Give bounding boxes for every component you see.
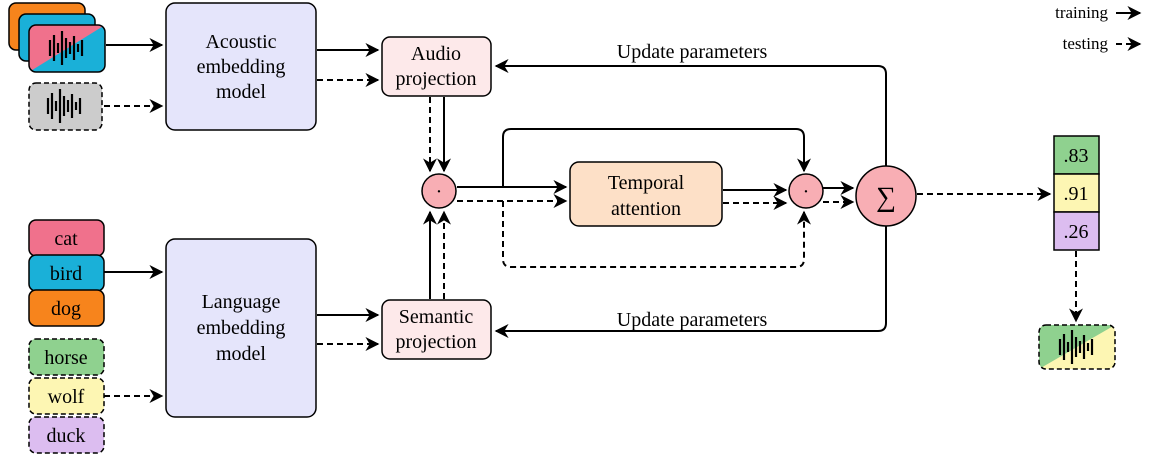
- class-label-duck: duck: [47, 425, 86, 447]
- class-label-wolf: wolf: [48, 386, 85, 408]
- arrow-skip-train: [502, 128, 811, 187]
- update-parameters-label-top: Update parameters: [617, 41, 768, 63]
- dot-operator-left: ·: [421, 173, 457, 209]
- sum-operator: ∑: [855, 165, 917, 227]
- language-model-line1: Language: [202, 291, 281, 313]
- training-class-labels: cat bird dog: [28, 219, 105, 327]
- legend-training-label: training: [1055, 3, 1108, 22]
- legend-testing-label: testing: [1063, 34, 1109, 53]
- sum-operator-symbol: ∑: [876, 182, 896, 213]
- language-model-line2: embedding: [197, 317, 286, 339]
- class-tag-horse: [28, 338, 105, 376]
- score-value-duck: .26: [1064, 221, 1089, 243]
- class-label-dog: dog: [51, 298, 81, 320]
- testing-audio: [28, 82, 103, 131]
- testing-class-labels: horse wolf duck: [28, 338, 105, 454]
- language-embedding-model: Language embedding model: [165, 238, 317, 418]
- dot-operator-left-symbol: ·: [436, 181, 443, 203]
- class-tag-dog: [28, 289, 105, 327]
- class-label-cat: cat: [54, 228, 78, 250]
- class-tag-duck: [28, 416, 105, 454]
- waveform-icon: [1058, 330, 1094, 364]
- audio-projection: Audio projection: [381, 36, 492, 97]
- temporal-attention-line2: attention: [611, 198, 681, 220]
- semantic-projection: Semantic projection: [381, 299, 492, 360]
- acoustic-model-line3: model: [216, 81, 266, 103]
- score-box-horse: [1053, 135, 1100, 175]
- acoustic-model-line1: Acoustic: [205, 31, 276, 53]
- semantic-projection-line2: projection: [395, 331, 476, 353]
- connectors: [104, 38, 1083, 403]
- temporal-attention-line1: Temporal: [608, 172, 685, 194]
- legend: training testing: [1055, 3, 1142, 53]
- temporal-attention: Temporal attention: [569, 161, 723, 227]
- acoustic-model-line2: embedding: [197, 56, 286, 78]
- arrow-update-audio-projection: [494, 59, 887, 166]
- acoustic-embedding-model: Acoustic embedding model: [165, 2, 317, 131]
- waveform-icon: [46, 89, 82, 123]
- arrow-update-semantic-projection: [494, 226, 887, 338]
- class-label-bird: bird: [50, 263, 82, 285]
- score-box-wolf: [1053, 173, 1100, 213]
- dot-operator-right: ·: [788, 173, 824, 209]
- language-model-line3: model: [216, 343, 266, 365]
- score-value-horse: .83: [1064, 145, 1089, 167]
- audio-projection-line1: Audio: [411, 43, 461, 65]
- audio-projection-line2: projection: [395, 68, 476, 90]
- score-box-duck: [1053, 211, 1100, 251]
- score-value-wolf: .91: [1064, 183, 1089, 205]
- waveform-icon: [48, 31, 84, 65]
- dot-operator-right-symbol: ·: [803, 181, 810, 203]
- class-label-horse: horse: [44, 347, 87, 369]
- training-audio-stack: [8, 2, 106, 73]
- output-audio: [1038, 324, 1116, 370]
- score-stack: .83 .91 .26: [1053, 135, 1100, 251]
- arrow-skip-test: [502, 201, 811, 268]
- semantic-projection-line1: Semantic: [399, 306, 474, 328]
- update-parameters-label-bottom: Update parameters: [617, 309, 768, 331]
